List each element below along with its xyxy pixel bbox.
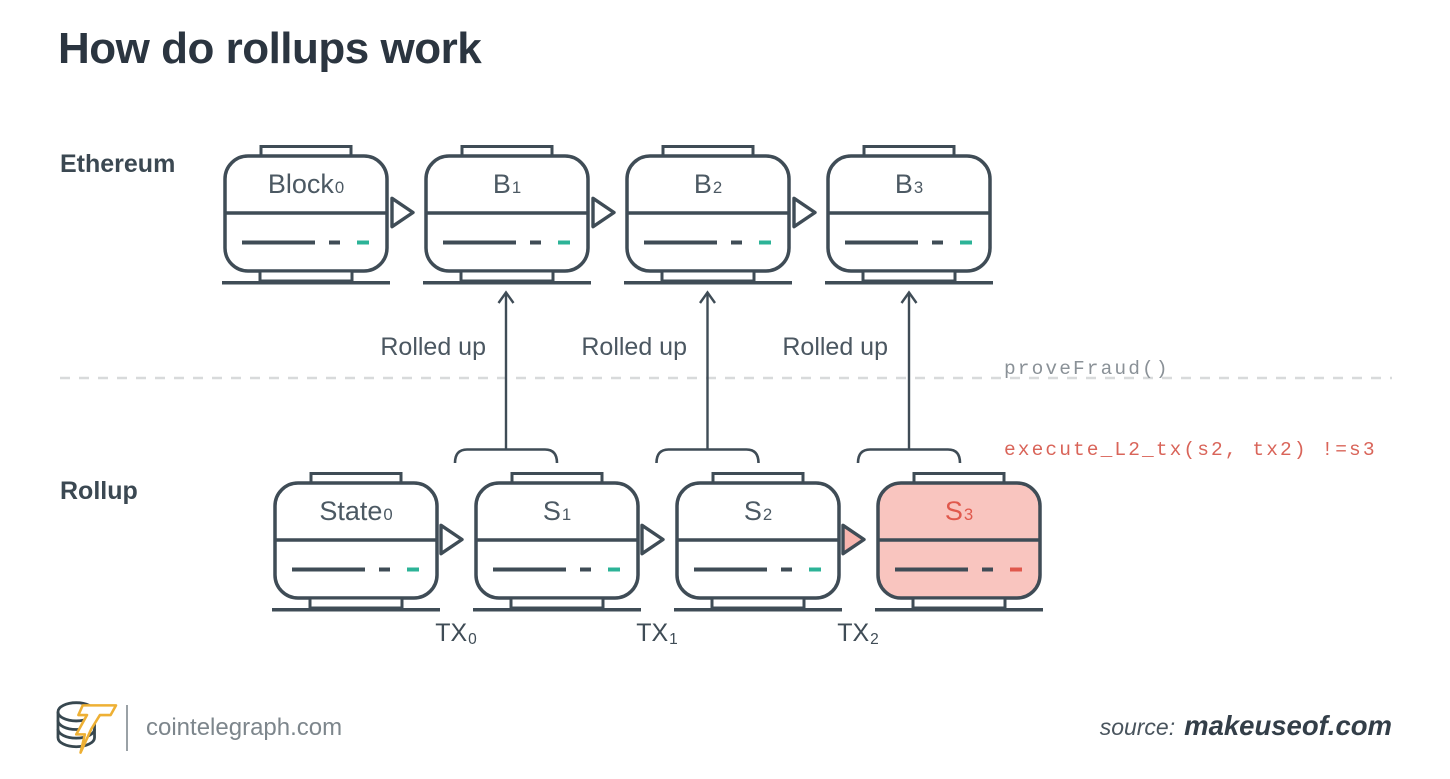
footer-brand: cointelegraph.com [146, 714, 343, 741]
rolled-up-arrow-icon [497, 291, 515, 451]
cointelegraph-logo [56, 701, 118, 754]
rollup-row-label: Rollup [60, 477, 138, 505]
group-bracket-icon [453, 448, 559, 465]
fraud-chain-arrow-icon [841, 523, 866, 556]
rolled-up-label: Rolled up [581, 333, 687, 361]
chain-arrow-icon [439, 523, 464, 556]
rolled-up-arrow-icon [698, 291, 717, 451]
fraud-proof-code: proveFraud() execute_L2_tx(s2, tx2) !=s3 [1004, 302, 1377, 518]
page-title: How do rollups work [58, 24, 482, 73]
group-bracket-icon [655, 448, 760, 465]
chain-arrow-icon [390, 196, 415, 229]
rolled-up-label: Rolled up [380, 333, 486, 361]
source-name: makeuseof.com [1184, 710, 1392, 741]
tx-label: TX2 [837, 619, 879, 649]
code-execute-tx: execute_L2_tx(s2, tx2) !=s3 [1004, 439, 1377, 461]
chain-arrow-icon [792, 196, 817, 229]
rolled-up-label: Rolled up [782, 333, 888, 361]
source-credit: source: makeuseof.com [1100, 710, 1392, 742]
ethereum-row-label: Ethereum [60, 150, 176, 178]
tx-label: TX0 [435, 619, 477, 649]
group-bracket-icon [856, 448, 962, 465]
rolled-up-arrow-icon [900, 291, 918, 451]
footer-divider [126, 705, 128, 751]
chain-arrow-icon [640, 523, 665, 556]
code-prove-fraud: proveFraud() [1004, 358, 1170, 380]
chain-arrow-icon [591, 196, 616, 229]
source-prefix: source: [1099, 714, 1176, 740]
tx-label: TX1 [636, 619, 678, 649]
